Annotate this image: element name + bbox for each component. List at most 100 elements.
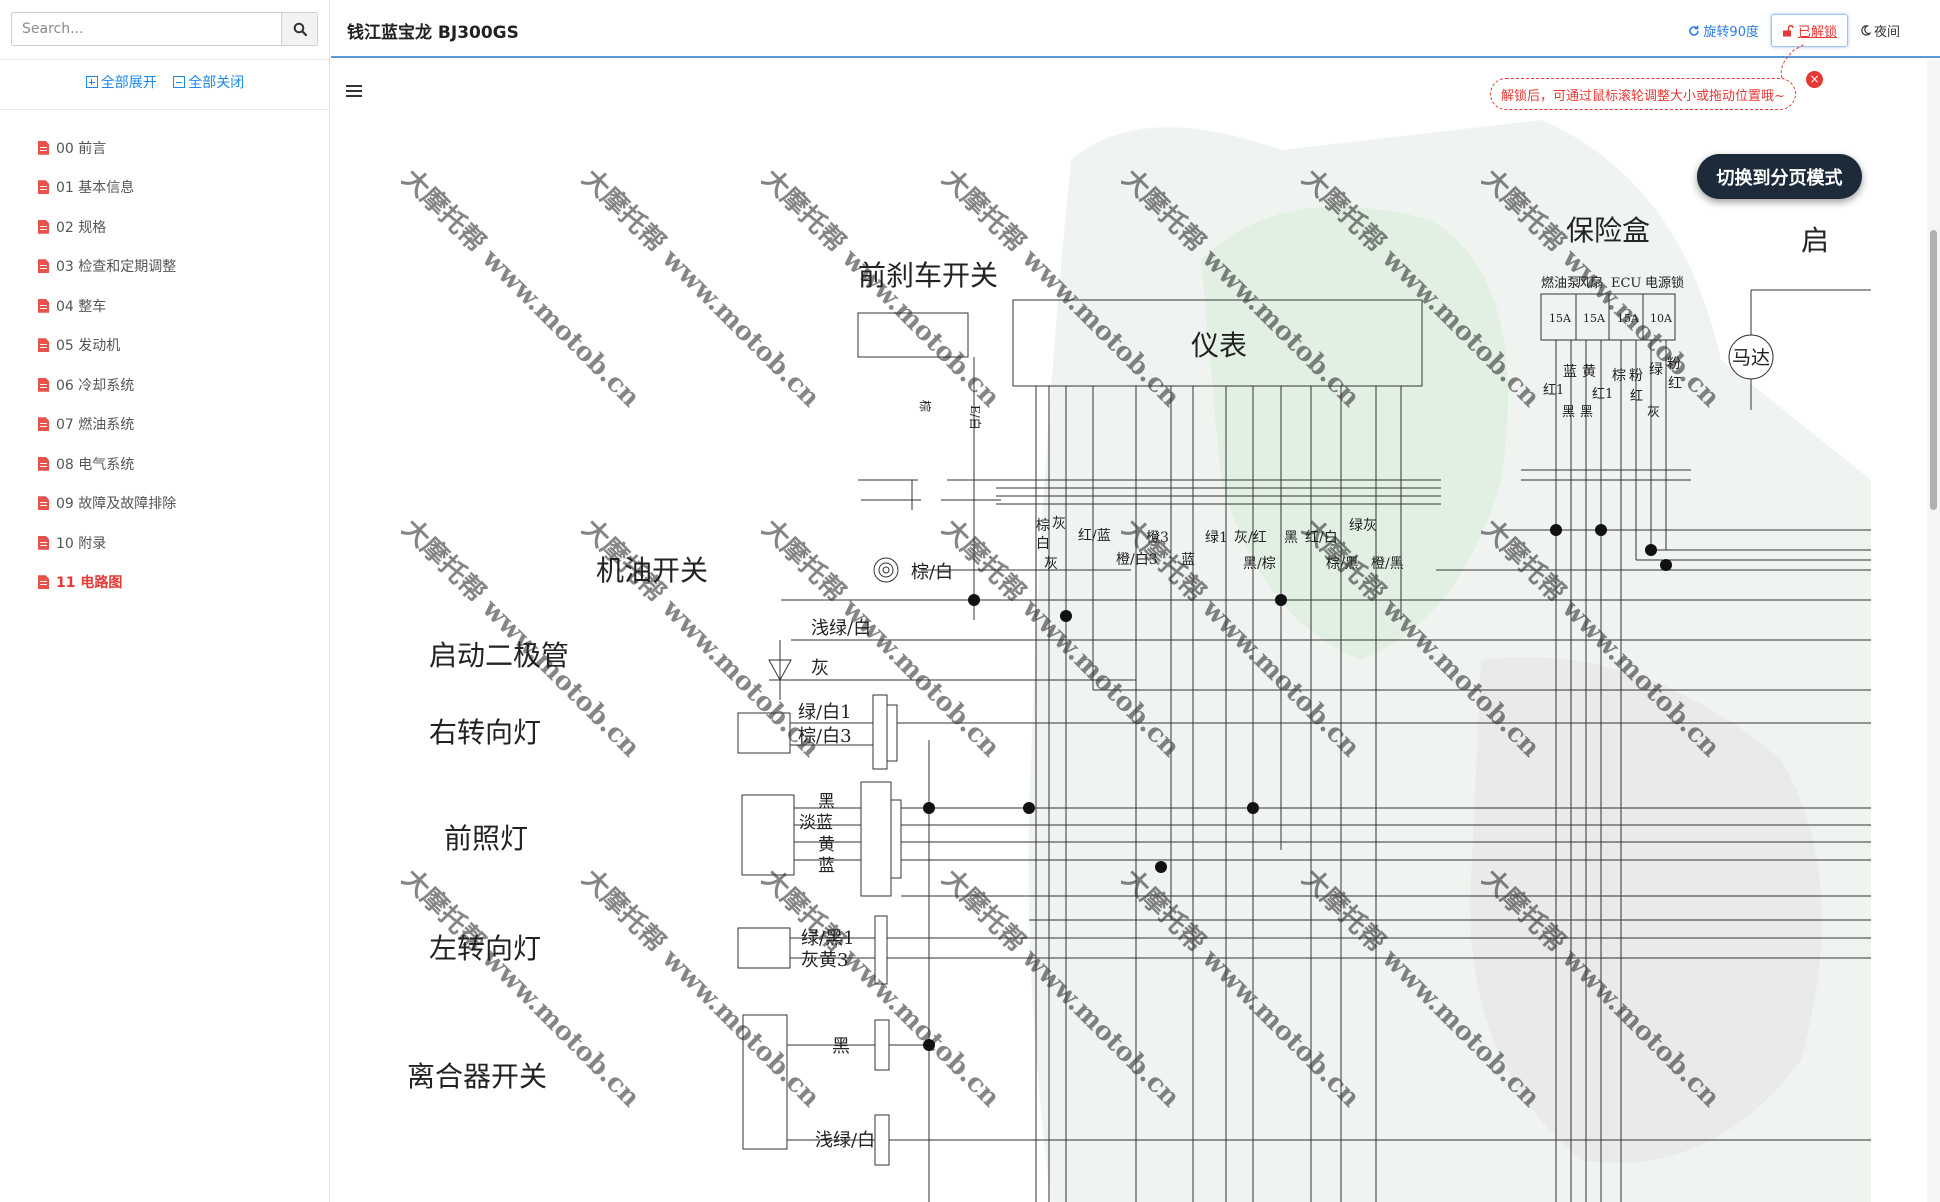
clutch-wire-label: 黑 xyxy=(832,1036,850,1057)
meter-wire-label: 蓝 xyxy=(1181,552,1195,568)
wiring-diagram[interactable]: 大摩托帮 www.motob.cn 大摩托帮 www.motob.cn 大摩托帮… xyxy=(381,60,1871,1202)
motorcycle-background xyxy=(1028,120,1871,1202)
unlock-icon xyxy=(1782,24,1794,36)
fuse-wire-label: 黄 xyxy=(1582,363,1596,380)
clutch-switch-label: 离合器开关 xyxy=(407,1060,547,1093)
search-button[interactable] xyxy=(281,13,317,45)
chapter-list: 00 前言 01 基本信息 02 规格 03 检查和定期调整 04 整车 05 … xyxy=(38,128,176,602)
document-icon xyxy=(38,259,49,274)
fuse-rating: 15A xyxy=(1549,312,1572,325)
chapter-item[interactable]: 05 发动机 xyxy=(38,326,176,366)
fuse-wire-label: 黑 xyxy=(1580,405,1593,420)
document-icon xyxy=(38,338,49,353)
front-brake-switch-label: 前刹车开关 xyxy=(858,259,998,292)
chapter-item[interactable]: 09 故障及故障排除 xyxy=(38,484,176,524)
chapter-item[interactable]: 04 整车 xyxy=(38,286,176,326)
oil-wire-label: 棕/白 xyxy=(911,562,953,583)
unlock-button[interactable]: 已解锁 xyxy=(1770,14,1848,47)
search-input[interactable] xyxy=(12,13,281,45)
divider xyxy=(0,59,330,60)
brake-wire-label: 棕 xyxy=(918,400,933,412)
meter-wire-label: 灰/红 xyxy=(1234,530,1267,546)
clutch-wire-label: 浅绿/白 xyxy=(815,1130,875,1151)
chapter-label: 10 附录 xyxy=(56,535,107,552)
fuse-wire-label: 红1 xyxy=(1592,386,1613,402)
start-diode-label: 启动二极管 xyxy=(429,639,569,672)
fuse-wire-label: 绿 xyxy=(1649,362,1663,378)
tip-pointer-icon xyxy=(1780,43,1806,79)
meter-wire-label: 灰 xyxy=(1052,516,1066,532)
chapter-label: 01 基本信息 xyxy=(56,180,135,197)
junction-dots xyxy=(923,524,1672,1051)
fuse-wire-label: 红1 xyxy=(1543,382,1564,398)
night-label: 夜间 xyxy=(1873,25,1900,40)
document-icon xyxy=(38,456,49,471)
tip-close-button[interactable]: × xyxy=(1806,71,1823,88)
fuse-name: ECU xyxy=(1611,276,1641,291)
page-title: 钱江蓝宝龙 BJ300GS xyxy=(347,23,519,43)
divider xyxy=(0,109,330,110)
search-box xyxy=(11,12,318,46)
fuse-name: 燃油泵 xyxy=(1541,275,1580,291)
collapse-all-button[interactable]: 全部关闭 xyxy=(173,72,244,92)
chapter-item[interactable]: 06 冷却系统 xyxy=(38,365,176,405)
plus-square-icon xyxy=(85,76,98,88)
headlight-wire-label: 淡蓝 xyxy=(799,813,833,833)
right-turn-label: 右转向灯 xyxy=(429,716,541,749)
fuse-name: 电源锁 xyxy=(1645,275,1684,291)
rotate-button[interactable]: 旋转90度 xyxy=(1688,21,1759,40)
chapter-item[interactable]: 01 基本信息 xyxy=(38,168,176,208)
night-mode-button[interactable]: 夜间 xyxy=(1860,21,1900,40)
meter-wire-label: 黑 xyxy=(1284,530,1298,546)
scrollbar-thumb[interactable] xyxy=(1930,230,1937,510)
meter-wire-label: 棕/黑 xyxy=(1326,556,1359,572)
headlight-wire-label: 黑 xyxy=(818,792,835,812)
meter-label: 仪表 xyxy=(1191,329,1247,362)
scrollbar[interactable] xyxy=(1927,60,1940,1202)
meter-wire-label: 棕 xyxy=(1036,518,1050,534)
left-turn-wire-label: 灰黄3 xyxy=(801,950,848,971)
fuse-box-label: 保险盒 xyxy=(1566,214,1650,247)
meter-wire-label: 红/白 xyxy=(1305,530,1338,546)
meter-wire-label: 灰 xyxy=(1044,556,1058,572)
partial-label: 启 xyxy=(1801,224,1829,257)
document-icon xyxy=(38,417,49,432)
meter-wire-label: 红/蓝 xyxy=(1078,528,1111,544)
document-icon xyxy=(38,377,49,392)
menu-icon[interactable] xyxy=(346,84,362,98)
unlock-label: 已解锁 xyxy=(1797,25,1837,40)
expand-all-button[interactable]: 全部展开 xyxy=(85,72,157,92)
motor-label: 马达 xyxy=(1732,347,1770,369)
document-icon xyxy=(38,575,49,590)
left-turn-label: 左转向灯 xyxy=(429,932,541,965)
meter-wire-label: 白 xyxy=(1036,536,1050,552)
fuse-wire-label: 粉 xyxy=(1667,356,1681,372)
collapse-all-label: 全部关闭 xyxy=(188,75,245,91)
right-turn-wire-label: 绿/白1 xyxy=(798,702,852,723)
fuse-wire-label: 红 xyxy=(1630,388,1643,404)
chapter-label: 08 电气系统 xyxy=(56,456,135,473)
chapter-label: 09 故障及故障排除 xyxy=(56,496,177,513)
chapter-item[interactable]: 10 附录 xyxy=(38,523,176,563)
chapter-item-active[interactable]: 11 电路图 xyxy=(38,563,176,603)
chapter-item[interactable]: 00 前言 xyxy=(38,128,176,168)
top-bar: 钱江蓝宝龙 BJ300GS 旋转90度 已解锁 夜间 xyxy=(331,0,1940,58)
chapter-item[interactable]: 02 规格 xyxy=(38,207,176,247)
headlight-wire-label: 蓝 xyxy=(818,856,835,876)
fuse-wire-label: 棕 xyxy=(1612,368,1626,384)
meter-wire-label: 黑/棕 xyxy=(1243,556,1276,572)
fuse-wire-label: 黑 xyxy=(1562,405,1575,420)
switch-page-mode-button[interactable]: 切换到分页模式 xyxy=(1697,154,1862,199)
fuse-wire-label: 灰 xyxy=(1647,405,1660,420)
brake-wire-label: E/白 xyxy=(968,405,983,430)
meter-wire-label: 绿1 xyxy=(1205,530,1228,546)
fuse-rating: 15A xyxy=(1617,312,1640,325)
minus-square-icon xyxy=(173,76,186,88)
chapter-item[interactable]: 03 检查和定期调整 xyxy=(38,247,176,287)
chapter-label: 11 电路图 xyxy=(56,575,123,592)
chapter-label: 07 燃油系统 xyxy=(56,417,135,434)
fuse-wire-label: 粉 xyxy=(1629,368,1643,384)
document-icon xyxy=(38,140,49,155)
chapter-item[interactable]: 08 电气系统 xyxy=(38,444,176,484)
chapter-item[interactable]: 07 燃油系统 xyxy=(38,405,176,445)
